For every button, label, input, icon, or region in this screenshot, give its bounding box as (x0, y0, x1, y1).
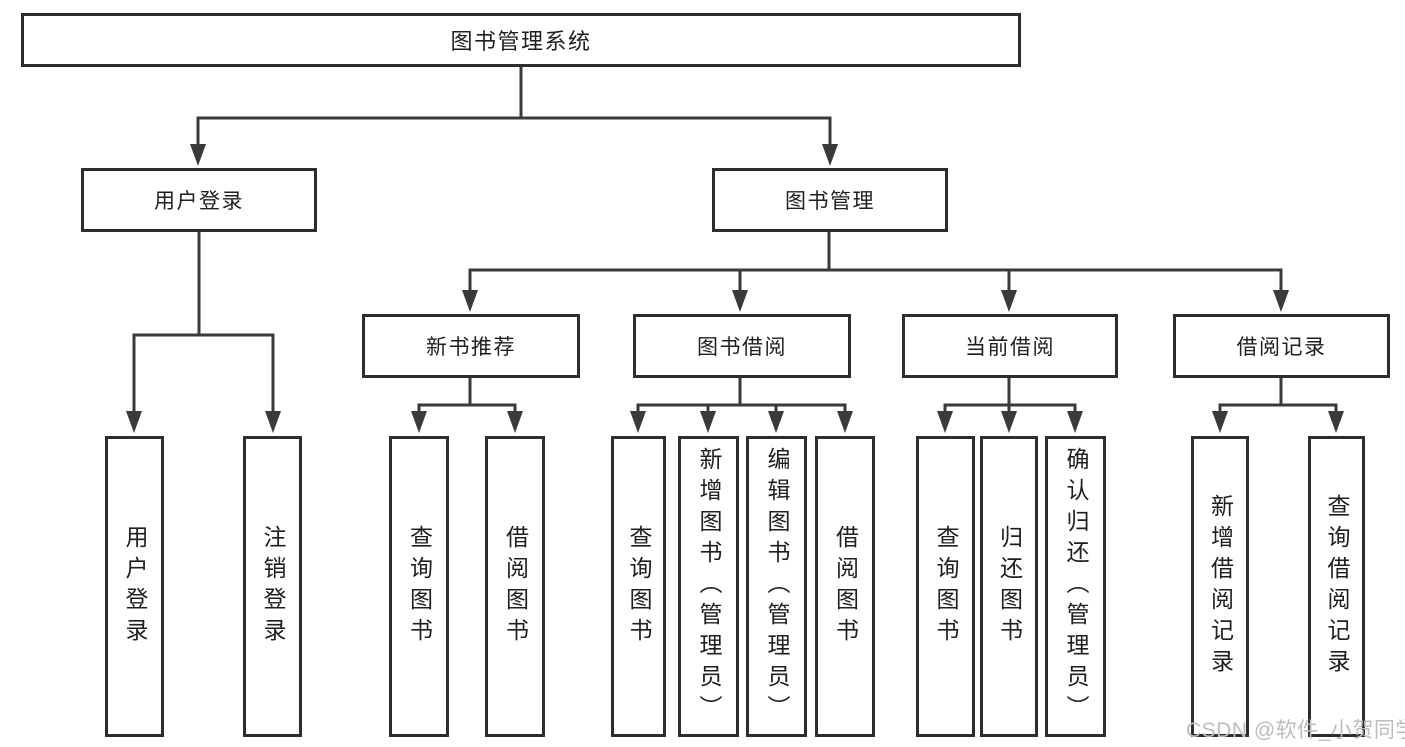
node-label: 用户登录 (154, 190, 244, 213)
node-label: 当前借阅 (965, 336, 1055, 359)
connector-book-management-branch (462, 232, 1289, 312)
node-label: 归还图书 (996, 524, 1023, 649)
node-login: 用户登录 (105, 436, 164, 737)
node-current-borrowing: 当前借阅 (902, 314, 1118, 378)
connector-root-branch (190, 67, 838, 166)
connector-book-borrowing-branch (630, 378, 853, 433)
node-new-book-recommend: 新书推荐 (362, 314, 580, 378)
node-book-borrowing: 图书借阅 (633, 314, 851, 378)
node-query-books-current: 查询图书 (916, 436, 975, 737)
node-borrow-books-recommend: 借阅图书 (485, 436, 545, 737)
node-user-login: 用户登录 (81, 168, 317, 232)
node-label: 编辑图书（管理员） (764, 447, 790, 726)
node-label: 注销登录 (260, 524, 286, 649)
node-label: 图书管理系统 (450, 29, 592, 54)
node-label: 用户登录 (122, 524, 148, 649)
node-borrow-books-borrowing: 借阅图书 (815, 436, 875, 737)
node-query-borrow-record: 查询借阅记录 (1308, 436, 1365, 737)
connector-borrow-records-branch (1212, 378, 1344, 433)
node-edit-books-admin: 编辑图书（管理员） (746, 436, 807, 737)
node-label: 借阅记录 (1236, 336, 1327, 359)
node-add-borrow-record: 新增借阅记录 (1191, 436, 1249, 737)
connector-current-borrowing-branch (937, 378, 1083, 433)
node-label: 图书借阅 (697, 336, 787, 359)
node-return-books: 归还图书 (980, 436, 1038, 737)
node-label: 新书推荐 (426, 336, 516, 359)
node-borrow-records: 借阅记录 (1173, 314, 1390, 378)
node-book-management: 图书管理 (712, 168, 948, 232)
connector-user-login-branch (126, 232, 281, 433)
node-label: 新增图书（管理员） (696, 447, 722, 726)
node-label: 图书管理 (785, 190, 875, 213)
node-logout: 注销登录 (243, 436, 302, 737)
node-label: 查询图书 (626, 524, 652, 649)
node-confirm-return-admin: 确认归还（管理员） (1045, 436, 1106, 737)
node-label: 查询图书 (933, 524, 959, 649)
csdn-watermark: CSDN @软件_小贺同学 (1186, 719, 1405, 742)
node-query-books-recommend: 查询图书 (389, 436, 449, 737)
node-label: 借阅图书 (832, 524, 859, 649)
connector-new-book-recommend-branch (411, 378, 523, 433)
node-label: 新增借阅记录 (1207, 493, 1234, 680)
node-library-system: 图书管理系统 (21, 13, 1021, 67)
node-label: 查询借阅记录 (1324, 493, 1350, 680)
node-label: 确认归还（管理员） (1063, 447, 1089, 726)
node-add-books-admin: 新增图书（管理员） (678, 436, 739, 737)
node-label: 查询图书 (406, 524, 433, 649)
node-query-books-borrowing: 查询图书 (611, 436, 666, 737)
node-label: 借阅图书 (502, 524, 529, 649)
